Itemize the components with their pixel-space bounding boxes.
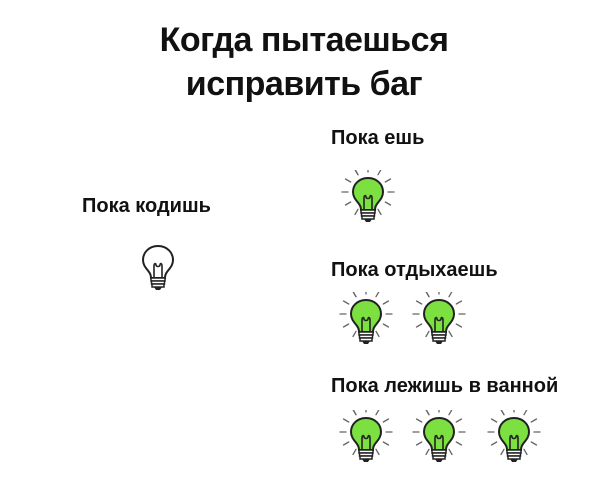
lightbulb-on-icon xyxy=(411,292,467,350)
lightbulb-on-icon xyxy=(340,170,396,228)
title-line-2: исправить баг xyxy=(185,65,423,103)
lightbulb-on-icon xyxy=(338,410,394,468)
page-title: Когда пытаешься исправить баг xyxy=(0,18,608,106)
lightbulb-on-icon xyxy=(486,410,542,468)
lightbulb-on-icon xyxy=(411,410,467,468)
label-eating: Пока ешь xyxy=(331,127,425,149)
label-bathing: Пока лежишь в ванной xyxy=(331,375,559,397)
label-resting: Пока отдыхаешь xyxy=(331,259,498,281)
lightbulb-on-icon xyxy=(338,292,394,350)
title-line-1: Когда пытаешься xyxy=(159,21,449,59)
lightbulb-off-icon xyxy=(130,238,186,296)
label-coding: Пока кодишь xyxy=(82,195,211,217)
